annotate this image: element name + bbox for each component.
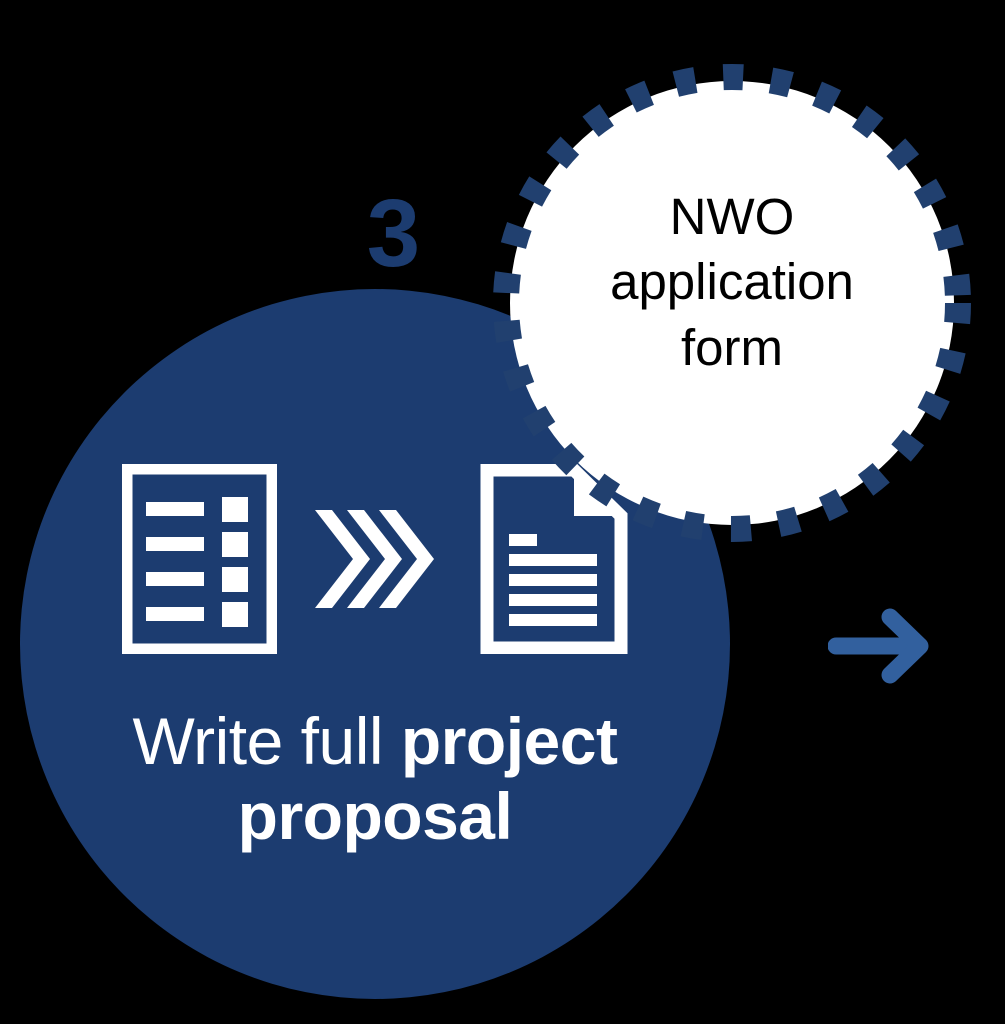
bubble-dashed-outline bbox=[493, 64, 971, 542]
callout-bubble[interactable]: NWO application form bbox=[491, 59, 973, 547]
caption-regular-text: Write full bbox=[132, 704, 401, 778]
triple-chevron-right-icon bbox=[314, 510, 434, 608]
caption-bold-text-2: proposal bbox=[237, 778, 513, 853]
bubble-line-3: form bbox=[681, 318, 783, 376]
step-caption: Write full project proposal bbox=[60, 704, 690, 853]
bubble-line-1: NWO bbox=[669, 188, 795, 245]
next-step-arrow-icon[interactable] bbox=[828, 603, 932, 689]
checklist-form-icon bbox=[121, 464, 277, 654]
step-number: 3 bbox=[366, 180, 420, 287]
bubble-line-2: application bbox=[610, 253, 854, 311]
bubble-text: NWO application form bbox=[541, 184, 923, 380]
caption-bold-text-1: project bbox=[400, 704, 618, 778]
icon-row bbox=[20, 454, 730, 664]
